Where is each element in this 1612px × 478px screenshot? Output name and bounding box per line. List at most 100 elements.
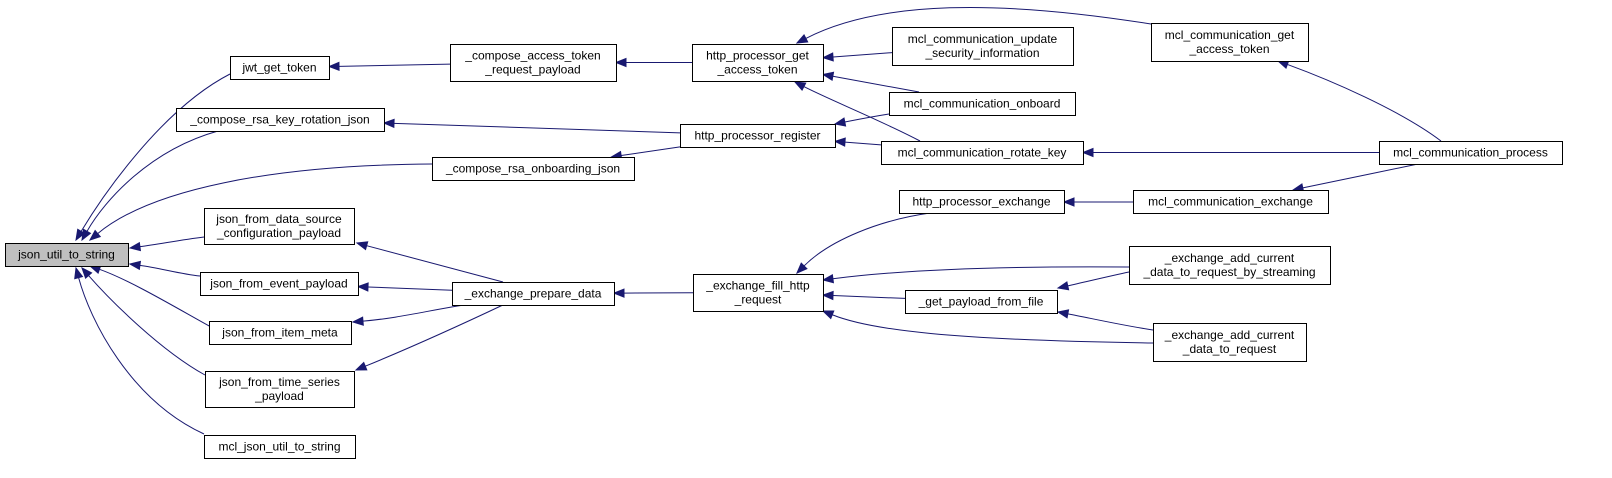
edge-line xyxy=(86,130,219,232)
node-box[interactable] xyxy=(452,282,615,306)
edge-mcl_json_util_to_string-to-json_util_to_string xyxy=(74,266,205,435)
node-compose_rsa_key_rotation_json[interactable]: _compose_rsa_key_rotation_json xyxy=(176,108,385,132)
edge-line xyxy=(362,303,471,322)
node-jwt_get_token[interactable]: jwt_get_token xyxy=(230,56,330,80)
edge-mcl_communication_onboard-to-http_processor_register xyxy=(833,113,890,127)
node-mcl_communication_update_security_information[interactable]: mcl_communication_update_security_inform… xyxy=(892,27,1074,66)
node-box[interactable] xyxy=(905,290,1058,314)
node-box[interactable] xyxy=(693,274,824,312)
node-label: http_processor_register xyxy=(694,129,820,143)
node-box[interactable] xyxy=(892,27,1074,66)
node-exchange_add_current_data_to_request[interactable]: _exchange_add_current_data_to_request xyxy=(1153,323,1307,362)
node-box[interactable] xyxy=(200,272,359,296)
arrowhead xyxy=(821,290,834,301)
node-exchange_prepare_data[interactable]: _exchange_prepare_data xyxy=(452,282,615,306)
node-label: _exchange_prepare_data xyxy=(464,287,602,301)
node-json_from_time_series[interactable]: json_from_time_series_payload xyxy=(205,371,355,408)
arrowhead xyxy=(793,81,807,92)
node-box[interactable] xyxy=(176,108,385,132)
node-http_processor_exchange[interactable]: http_processor_exchange xyxy=(899,190,1065,214)
arrowhead xyxy=(796,262,808,274)
arrowhead xyxy=(1081,147,1094,158)
arrowhead xyxy=(81,266,93,280)
edge-line xyxy=(139,236,205,248)
node-label: mcl_communication_process xyxy=(1393,146,1548,160)
node-http_processor_register[interactable]: http_processor_register xyxy=(680,124,836,148)
node-box[interactable] xyxy=(432,157,635,181)
arrowhead xyxy=(1056,281,1070,291)
edge-line xyxy=(832,52,893,58)
node-box[interactable] xyxy=(209,321,352,345)
node-mcl_communication_rotate_key[interactable]: mcl_communication_rotate_key xyxy=(881,141,1084,165)
node-json_from_item_meta[interactable]: json_from_item_meta xyxy=(209,321,352,345)
node-compose_access_token[interactable]: _compose_access_token_request_payload xyxy=(450,44,617,82)
node-json_from_event_payload[interactable]: json_from_event_payload xyxy=(200,272,359,296)
edge-exchange_add_current_data_to_request_by_streaming-to-get_payload_from_file xyxy=(1056,271,1130,291)
node-label: _security_information xyxy=(924,46,1039,60)
edge-line xyxy=(88,275,206,376)
node-label: json_from_event_payload xyxy=(209,277,347,291)
node-label: _access_token xyxy=(716,63,797,77)
node-box[interactable] xyxy=(889,92,1076,116)
edge-line xyxy=(366,245,504,283)
arrowhead xyxy=(833,137,846,147)
node-box[interactable] xyxy=(1129,246,1331,285)
node-mcl_communication_process[interactable]: mcl_communication_process xyxy=(1379,141,1563,165)
edge-line xyxy=(803,86,921,142)
arrowhead xyxy=(351,316,364,326)
node-box[interactable] xyxy=(881,141,1084,165)
node-mcl_communication_onboard[interactable]: mcl_communication_onboard xyxy=(889,92,1076,116)
node-http_processor_get_access_token[interactable]: http_processor_get_access_token xyxy=(692,44,824,82)
edge-line xyxy=(99,268,212,328)
node-compose_rsa_onboarding_json[interactable]: _compose_rsa_onboarding_json xyxy=(432,157,635,181)
node-label: json_from_time_series xyxy=(218,375,340,389)
node-label: _exchange_add_current xyxy=(1164,328,1295,342)
arrowhead xyxy=(81,228,92,242)
node-box[interactable] xyxy=(204,208,355,245)
node-box[interactable] xyxy=(1151,23,1309,62)
node-label: json_from_data_source xyxy=(215,212,342,226)
edge-exchange_prepare_data-to-json_from_event_payload xyxy=(356,282,453,292)
node-json_util_to_string[interactable]: json_util_to_string xyxy=(5,243,129,267)
node-exchange_fill_http_request[interactable]: _exchange_fill_http_request xyxy=(693,274,824,312)
arrowhead xyxy=(327,61,340,72)
arrowhead xyxy=(88,229,102,241)
node-label: mcl_communication_exchange xyxy=(1148,195,1313,209)
node-box[interactable] xyxy=(5,243,129,267)
node-label: _data_to_request xyxy=(1182,342,1277,356)
nodes-layer: json_util_to_string jwt_get_token _compose… xyxy=(5,23,1563,459)
node-box[interactable] xyxy=(899,190,1065,214)
node-box[interactable] xyxy=(680,124,836,148)
node-box[interactable] xyxy=(204,435,356,459)
node-mcl_communication_exchange[interactable]: mcl_communication_exchange xyxy=(1133,190,1329,214)
arrowhead xyxy=(354,361,368,371)
edge-line xyxy=(1067,313,1154,331)
node-mcl_communication_get_access_token[interactable]: mcl_communication_get_access_token xyxy=(1151,23,1309,62)
edge-json_from_time_series-to-json_util_to_string xyxy=(81,266,206,376)
node-box[interactable] xyxy=(205,371,355,408)
node-label: _payload xyxy=(254,389,304,403)
edge-line xyxy=(365,303,506,367)
node-box[interactable] xyxy=(1153,323,1307,362)
edge-http_processor_register-to-compose_rsa_key_rotation_json xyxy=(382,118,681,134)
node-get_payload_from_file[interactable]: _get_payload_from_file xyxy=(905,290,1058,314)
edge-exchange_add_current_data_to_request-to-exchange_fill_http_request xyxy=(821,310,1154,344)
arrowhead xyxy=(821,71,835,82)
edge-http_processor_exchange-to-exchange_fill_http_request xyxy=(796,212,931,274)
node-box[interactable] xyxy=(1379,141,1563,165)
node-json_from_data_source[interactable]: json_from_data_source_configuration_payl… xyxy=(204,208,355,245)
node-label: mcl_communication_rotate_key xyxy=(898,146,1067,160)
arrowhead xyxy=(356,282,369,292)
node-box[interactable] xyxy=(1133,190,1329,214)
edge-line xyxy=(97,163,433,234)
arrowhead xyxy=(614,57,627,68)
node-box[interactable] xyxy=(230,56,330,80)
node-label: mcl_json_util_to_string xyxy=(218,440,340,454)
node-mcl_json_util_to_string[interactable]: mcl_json_util_to_string xyxy=(204,435,356,459)
node-box[interactable] xyxy=(692,44,824,82)
node-exchange_add_current_data_to_request_by_streaming[interactable]: _exchange_add_current_data_to_request_by… xyxy=(1129,246,1331,285)
node-box[interactable] xyxy=(450,44,617,82)
node-label: _configuration_payload xyxy=(216,226,341,240)
node-label: http_processor_get xyxy=(706,49,809,63)
arrowhead xyxy=(382,118,395,129)
